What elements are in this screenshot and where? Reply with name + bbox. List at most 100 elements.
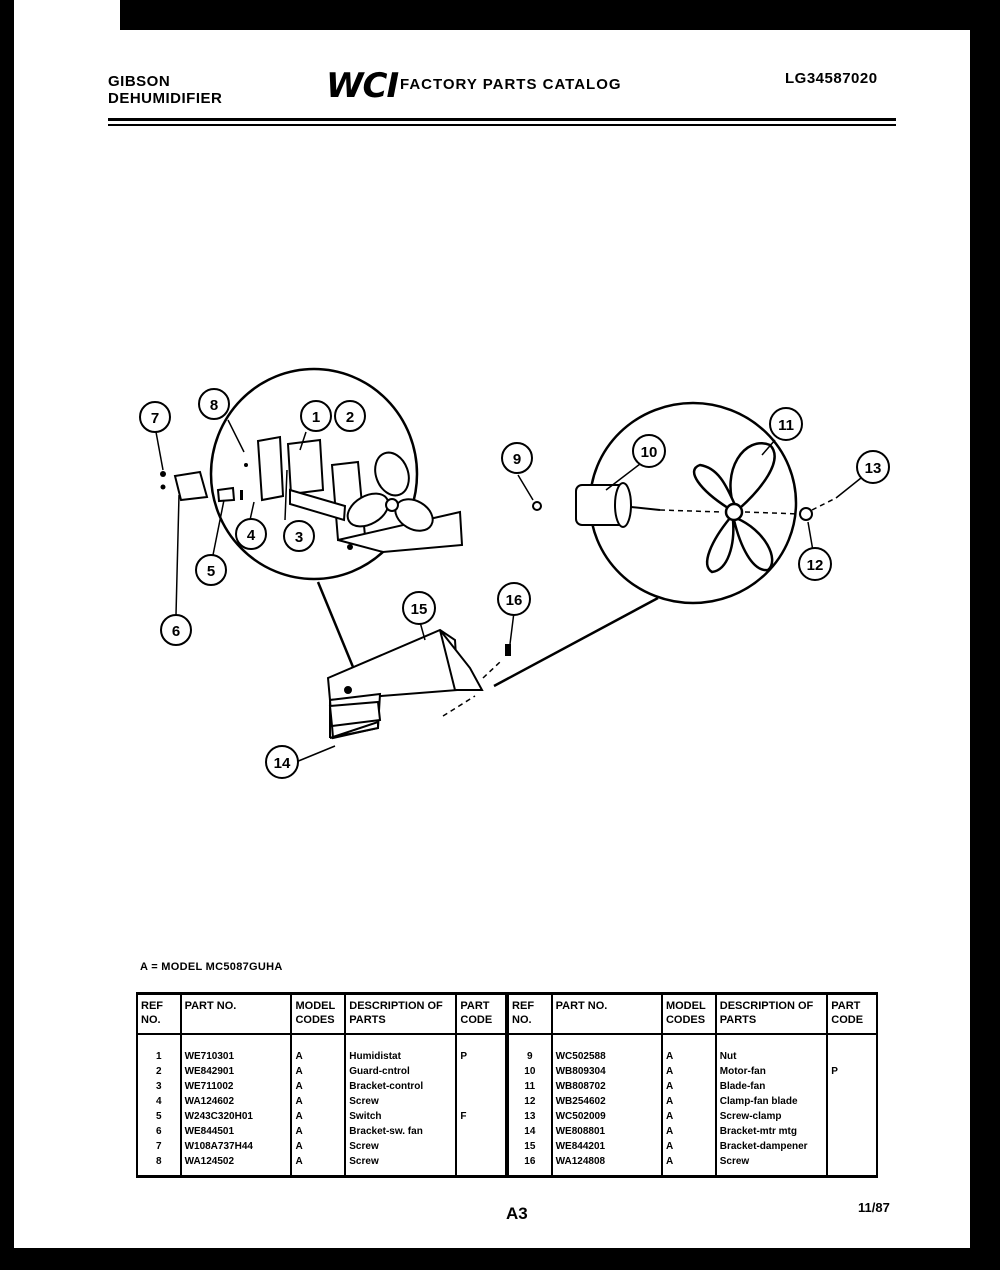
control-assembly xyxy=(173,435,464,554)
callout-6: 6 xyxy=(160,614,192,646)
cell-r-ref: 12 xyxy=(505,1094,553,1109)
svg-text:16: 16 xyxy=(506,592,523,609)
cell-l-code xyxy=(455,1064,509,1079)
cell-l-model: A xyxy=(290,1049,347,1064)
cell-l-code: P xyxy=(455,1049,509,1064)
cell-l-model: A xyxy=(290,1064,347,1079)
cell-r-code xyxy=(826,1109,878,1124)
cell-l-code xyxy=(455,1154,509,1178)
cell-l-ref: 1 xyxy=(136,1049,182,1064)
callout-7: 7 xyxy=(139,401,171,433)
cell-l-model: A xyxy=(290,1079,347,1094)
cell-r-code xyxy=(826,1094,878,1109)
cell-l-desc: Screw xyxy=(344,1139,458,1154)
cell-r-model: A xyxy=(660,1124,717,1139)
detail-circle-control xyxy=(209,367,419,581)
cell-r-ref: 10 xyxy=(505,1064,553,1079)
cell-r-ref: 15 xyxy=(505,1139,553,1154)
catalog-date: 11/87 xyxy=(858,1200,890,1215)
cell-r-part: WE808801 xyxy=(550,1124,663,1139)
col-ref-left: REF NO. xyxy=(136,992,182,1035)
document-number: LG34587020 xyxy=(785,70,878,87)
model-code-note: A = MODEL MC5087GUHA xyxy=(140,961,283,973)
callout-11: 11 xyxy=(769,407,803,441)
cell-r-ref: 11 xyxy=(505,1079,553,1094)
cell-l-desc: Bracket-control xyxy=(344,1079,458,1094)
frame-border-left xyxy=(0,0,14,1270)
cell-l-part: WA124602 xyxy=(179,1094,293,1109)
brand-name: GIBSON xyxy=(108,73,171,90)
cell-l-code xyxy=(455,1094,509,1109)
page-number: A3 xyxy=(506,1204,528,1223)
cell-l-part: W243C320H01 xyxy=(179,1109,293,1124)
cell-r-model: A xyxy=(660,1154,717,1178)
cell-l-code xyxy=(455,1139,509,1154)
callout-10: 10 xyxy=(632,434,666,468)
cell-r-code: P xyxy=(826,1064,878,1079)
cell-r-code xyxy=(826,1079,878,1094)
cell-l-desc: Screw xyxy=(344,1094,458,1109)
cell-l-ref: 7 xyxy=(136,1139,182,1154)
col-model-right: MODEL CODES xyxy=(660,992,717,1035)
cell-l-desc: Humidistat xyxy=(344,1049,458,1064)
col-ref-right: REF NO. xyxy=(505,992,553,1035)
cell-r-desc: Nut xyxy=(714,1049,829,1064)
mounting-bracket xyxy=(326,628,484,740)
callout-5: 5 xyxy=(195,554,227,586)
cell-r-part: WC502588 xyxy=(550,1049,663,1064)
svg-text:4: 4 xyxy=(247,527,256,544)
callout-13: 13 xyxy=(856,450,890,484)
cell-r-part: WB254602 xyxy=(550,1094,663,1109)
cell-l-ref: 6 xyxy=(136,1124,182,1139)
svg-text:10: 10 xyxy=(641,444,658,461)
callout-15: 15 xyxy=(402,591,436,625)
small-fan-blade-icon xyxy=(346,451,434,532)
cell-r-model: A xyxy=(660,1064,717,1079)
brand-block: GIBSON DEHUMIDIFIER xyxy=(108,73,222,107)
cell-l-part: WE710301 xyxy=(179,1049,293,1064)
cell-l-desc: Screw xyxy=(344,1154,458,1178)
cell-r-ref: 9 xyxy=(505,1049,553,1064)
cell-r-code xyxy=(826,1139,878,1154)
svg-text:5: 5 xyxy=(207,563,215,580)
cell-r-ref: 14 xyxy=(505,1124,553,1139)
cell-r-part: WB808702 xyxy=(550,1079,663,1094)
cell-l-ref: 5 xyxy=(136,1109,182,1124)
cell-r-code xyxy=(826,1154,878,1178)
cell-l-ref: 8 xyxy=(136,1154,182,1178)
svg-text:12: 12 xyxy=(807,557,824,574)
svg-text:14: 14 xyxy=(274,755,291,772)
wci-logo: WCI xyxy=(326,66,399,106)
cell-l-code: F xyxy=(455,1109,509,1124)
parts-table: REF NO. PART NO. MODEL CODES DESCRIPTION… xyxy=(136,992,878,1178)
cell-l-model: A xyxy=(290,1124,347,1139)
cell-r-code xyxy=(826,1124,878,1139)
cell-l-part: W108A737H44 xyxy=(179,1139,293,1154)
frame-border-bottom xyxy=(0,1248,1000,1270)
cell-l-model: A xyxy=(290,1109,347,1124)
fan-motor-icon xyxy=(532,482,661,528)
svg-text:8: 8 xyxy=(210,397,218,414)
callout-16: 16 xyxy=(497,582,531,616)
cell-r-model: A xyxy=(660,1049,717,1064)
cell-r-ref: 13 xyxy=(505,1109,553,1124)
col-code-right: PART CODE xyxy=(826,992,878,1035)
callout-bubbles: 7 8 1 2 3 4 5 6 9 10 11 13 12 15 16 14 xyxy=(139,388,890,779)
svg-text:7: 7 xyxy=(151,410,159,427)
product-type: DEHUMIDIFIER xyxy=(108,90,223,107)
frame-border-top xyxy=(120,0,970,30)
cell-r-desc: Motor-fan xyxy=(714,1064,829,1079)
callout-8: 8 xyxy=(198,388,230,420)
callout-2: 2 xyxy=(334,400,366,432)
cell-r-part: WB809304 xyxy=(550,1064,663,1079)
header-rule-thin xyxy=(108,124,896,126)
callout-12: 12 xyxy=(798,547,832,581)
